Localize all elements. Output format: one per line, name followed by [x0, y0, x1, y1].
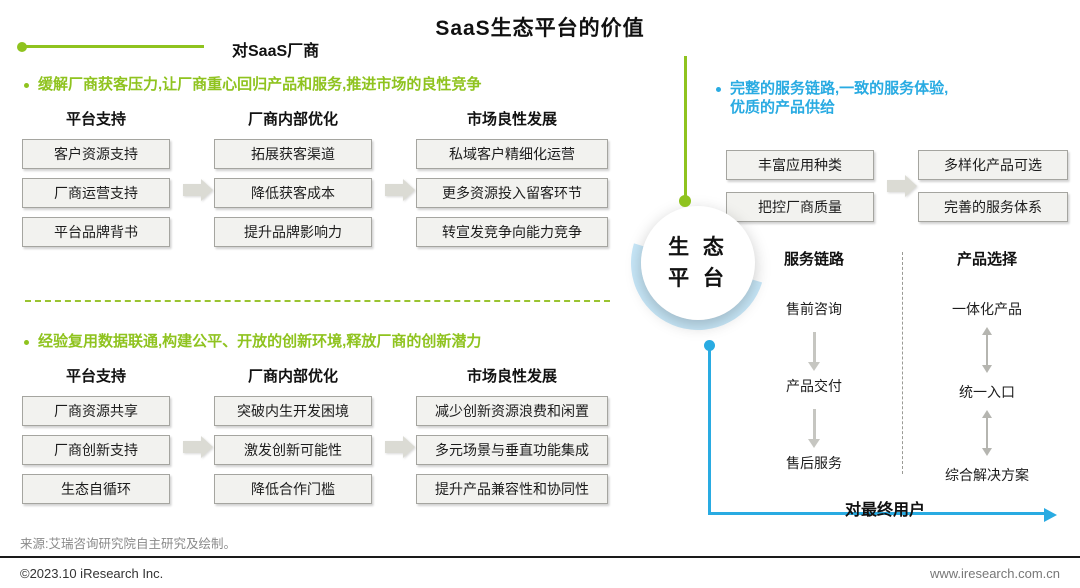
column-internal-optimization: 厂商内部优化 突破内生开发困境 激发创新可能性 降低合作门槛	[214, 365, 372, 504]
service-step: 售前咨询	[786, 301, 842, 317]
user-steps: 服务链路 售前咨询 产品交付 售后服务 产品选择 一体化产品 统一入口 综合解决…	[726, 248, 1072, 485]
right-arrow-icon	[385, 436, 415, 459]
service-chain-column: 服务链路 售前咨询 产品交付 售后服务	[726, 248, 902, 485]
vendor-benefit-1-text: 缓解厂商获客压力,让厂商重心回归产品和服务,推进市场的良性竞争	[38, 76, 482, 93]
flow-box: 厂商运营支持	[22, 177, 170, 208]
flow-box: 减少创新资源浪费和闲置	[416, 395, 608, 426]
column-platform-support: 平台支持 厂商资源共享 厂商创新支持 生态自循环	[22, 365, 170, 504]
service-step: 产品交付	[786, 378, 842, 394]
column-header: 服务链路	[783, 251, 844, 268]
vendor-block-2-columns: 平台支持 厂商资源共享 厂商创新支持 生态自循环 厂商内部优化 突破内生开发困境…	[22, 365, 638, 504]
column-platform-support: 平台支持 客户资源支持 厂商运营支持 平台品牌背书	[22, 108, 170, 247]
user-benefit: 完整的服务链路,一致的服务体验, 优质的产品供给	[714, 80, 1074, 118]
dashed-divider	[25, 300, 610, 302]
right-arrow-icon	[183, 436, 213, 459]
product-step: 一体化产品	[952, 301, 1022, 317]
flow-box: 更多资源投入留客环节	[416, 177, 608, 208]
flow-box: 厂商创新支持	[22, 434, 170, 465]
up-down-arrow-icon	[982, 410, 992, 456]
ecosystem-platform-circle: 生 态 平 台	[641, 206, 755, 320]
vendor-section-label: 对SaaS厂商	[232, 43, 320, 60]
vendor-block-1-columns: 平台支持 客户资源支持 厂商运营支持 平台品牌背书 厂商内部优化 拓展获客渠道 …	[22, 108, 638, 247]
column-header: 市场良性发展	[466, 367, 557, 385]
product-step: 综合解决方案	[945, 467, 1029, 483]
column-internal-optimization: 厂商内部优化 拓展获客渠道 降低获客成本 提升品牌影响力	[214, 108, 372, 247]
circle-text-line1: 生 态	[668, 235, 728, 259]
circle-text-line2: 平 台	[668, 267, 728, 290]
vendor-block-1: 缓解厂商获客压力,让厂商重心回归产品和服务,推进市场的良性竞争 平台支持 客户资…	[22, 76, 638, 247]
source-note: 来源:艾瑞咨询研究院自主研究及绘制。	[20, 537, 236, 551]
website-url: www.iresearch.com.cn	[929, 566, 1060, 581]
copyright-text: ©2023.10 iResearch Inc.	[20, 566, 164, 581]
column-market-development: 市场良性发展 减少创新资源浪费和闲置 多元场景与垂直功能集成 提升产品兼容性和协…	[416, 365, 608, 504]
flow-box: 转宣发竞争向能力竞争	[416, 216, 608, 247]
vendor-benefit-2-text: 经验复用数据联通,构建公平、开放的创新环境,释放厂商的创新潜力	[38, 333, 482, 350]
flow-box: 提升产品兼容性和协同性	[416, 473, 608, 504]
green-vertical-line	[684, 56, 687, 199]
vendor-benefit-2: 经验复用数据联通,构建公平、开放的创新环境,释放厂商的创新潜力	[22, 333, 638, 352]
column-header: 厂商内部优化	[247, 110, 338, 128]
blue-horizontal-line	[708, 512, 1046, 515]
green-dot	[679, 195, 691, 207]
right-arrow-icon	[183, 179, 213, 202]
flow-box: 降低合作门槛	[214, 473, 372, 504]
flow-box: 突破内生开发困境	[214, 395, 372, 426]
bullet-icon	[716, 87, 721, 92]
user-benefit-line1: 完整的服务链路,一致的服务体验,	[730, 80, 949, 97]
right-arrow	[372, 108, 416, 247]
flow-box: 私域客户精细化运营	[416, 138, 608, 169]
flow-box: 生态自循环	[22, 473, 170, 504]
user-flow: 丰富应用种类 把控厂商质量 多样化产品可选 完善的服务体系	[726, 150, 1072, 222]
blue-arrowhead-icon	[1044, 508, 1057, 522]
green-connector-line	[24, 45, 204, 48]
flow-box: 多元场景与垂直功能集成	[416, 434, 608, 465]
vertical-dashed-divider	[902, 252, 903, 474]
down-arrow-icon	[808, 409, 820, 448]
flow-box: 多样化产品可选	[918, 150, 1068, 180]
flow-box: 提升品牌影响力	[214, 216, 372, 247]
blue-dot	[704, 340, 715, 351]
page-title: SaaS生态平台的价值	[435, 17, 645, 40]
bullet-icon	[24, 83, 29, 88]
flow-box: 丰富应用种类	[726, 150, 874, 180]
end-user-section-label: 对最终用户	[845, 502, 926, 519]
flow-box: 厂商资源共享	[22, 395, 170, 426]
bullet-icon	[24, 340, 29, 345]
column-header: 平台支持	[65, 367, 126, 385]
right-arrow-icon	[385, 179, 415, 202]
right-arrow-icon	[887, 175, 917, 197]
right-arrow	[372, 365, 416, 504]
flow-box: 拓展获客渠道	[214, 138, 372, 169]
flow-box: 完善的服务体系	[918, 192, 1068, 222]
footer-divider	[0, 556, 1080, 558]
product-step: 统一入口	[959, 384, 1015, 400]
column-header: 平台支持	[65, 110, 126, 128]
right-arrow	[170, 108, 214, 247]
down-arrow-icon	[808, 332, 820, 371]
user-benefit-text: 完整的服务链路,一致的服务体验, 优质的产品供给	[714, 80, 1074, 118]
vendor-benefit-1: 缓解厂商获客压力,让厂商重心回归产品和服务,推进市场的良性竞争	[22, 76, 638, 95]
product-choice-column: 产品选择 一体化产品 统一入口 综合解决方案	[903, 248, 1071, 485]
user-benefit-lines: 完整的服务链路,一致的服务体验, 优质的产品供给	[730, 80, 948, 118]
column-header: 厂商内部优化	[247, 367, 338, 385]
flow-box: 激发创新可能性	[214, 434, 372, 465]
column-header: 市场良性发展	[466, 110, 557, 128]
flow-box: 把控厂商质量	[726, 192, 874, 222]
up-down-arrow-icon	[982, 327, 992, 373]
vendor-block-2: 经验复用数据联通,构建公平、开放的创新环境,释放厂商的创新潜力 平台支持 厂商资…	[22, 333, 638, 504]
service-step: 售后服务	[786, 455, 842, 471]
column-market-development: 市场良性发展 私域客户精细化运营 更多资源投入留客环节 转宣发竞争向能力竞争	[416, 108, 608, 247]
flow-box: 降低获客成本	[214, 177, 372, 208]
user-benefit-line2: 优质的产品供给	[730, 98, 836, 116]
right-arrow	[874, 175, 918, 197]
blue-vertical-line	[708, 349, 711, 515]
right-arrow	[170, 365, 214, 504]
column-header: 产品选择	[956, 251, 1017, 268]
green-dot	[17, 42, 27, 52]
flow-box: 平台品牌背书	[22, 216, 170, 247]
flow-box: 客户资源支持	[22, 138, 170, 169]
